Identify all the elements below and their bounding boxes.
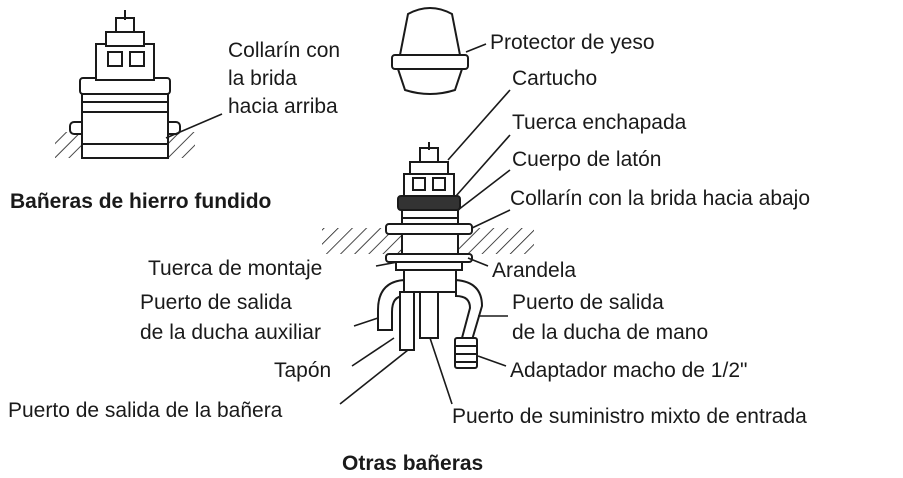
hand-shower-port [455, 278, 484, 342]
aux-shower-port [377, 278, 405, 331]
label-washer: Arandela [492, 259, 577, 282]
cartridge-body [95, 43, 155, 81]
heading-cast-iron-tubs: Bañeras de hierro fundido [10, 190, 272, 213]
leader-lines [165, 43, 511, 405]
label-collar-up-line3: hacia arriba [228, 95, 338, 118]
label-plaster-guard: Protector de yeso [490, 31, 655, 54]
label-collar-up-line2: la brida [228, 67, 297, 90]
cartridge-window [107, 51, 123, 67]
cartridge-stem-main [419, 147, 439, 163]
cartridge-body-main [403, 173, 455, 199]
label-hand-shower-line1: Puerto de salida [512, 291, 664, 314]
label-plated-nut: Tuerca enchapada [512, 111, 687, 134]
valve-lower-body [403, 269, 457, 293]
plaster-guard-illustration [391, 7, 469, 95]
label-mounting-nut: Tuerca de montaje [148, 257, 323, 280]
label-collar-up-line1: Collarín con [228, 39, 341, 62]
collar-flange-down [385, 223, 473, 235]
mixed-supply-port [419, 291, 439, 339]
label-mixed-supply-port: Puerto de suministro mixto de entrada [452, 405, 807, 428]
label-tub-outlet-port: Puerto de salida de la bañera [8, 399, 283, 422]
label-hand-shower-line2: de la ducha de mano [512, 321, 709, 344]
cartridge-hex [105, 31, 145, 47]
cartridge-hex-main [409, 161, 449, 175]
label-aux-shower-line2: de la ducha auxiliar [140, 321, 321, 344]
cartridge-window [129, 51, 145, 67]
other-tubs-valve-illustration [322, 142, 534, 369]
label-brass-body: Cuerpo de latón [512, 148, 662, 171]
cast-iron-valve-illustration [55, 10, 195, 159]
label-plug: Tapón [274, 359, 332, 382]
washer [385, 253, 473, 263]
label-male-adapter: Adaptador macho de 1/2" [510, 359, 748, 382]
label-aux-shower-line1: Puerto de salida [140, 291, 292, 314]
plated-nut-main [397, 195, 461, 211]
heading-other-tubs: Otras bañeras [342, 452, 484, 475]
label-collar-down: Collarín con la brida hacia abajo [510, 187, 811, 210]
tub-outlet-port [399, 291, 415, 351]
label-cartridge: Cartucho [512, 67, 598, 90]
cartridge-stem [115, 17, 135, 33]
